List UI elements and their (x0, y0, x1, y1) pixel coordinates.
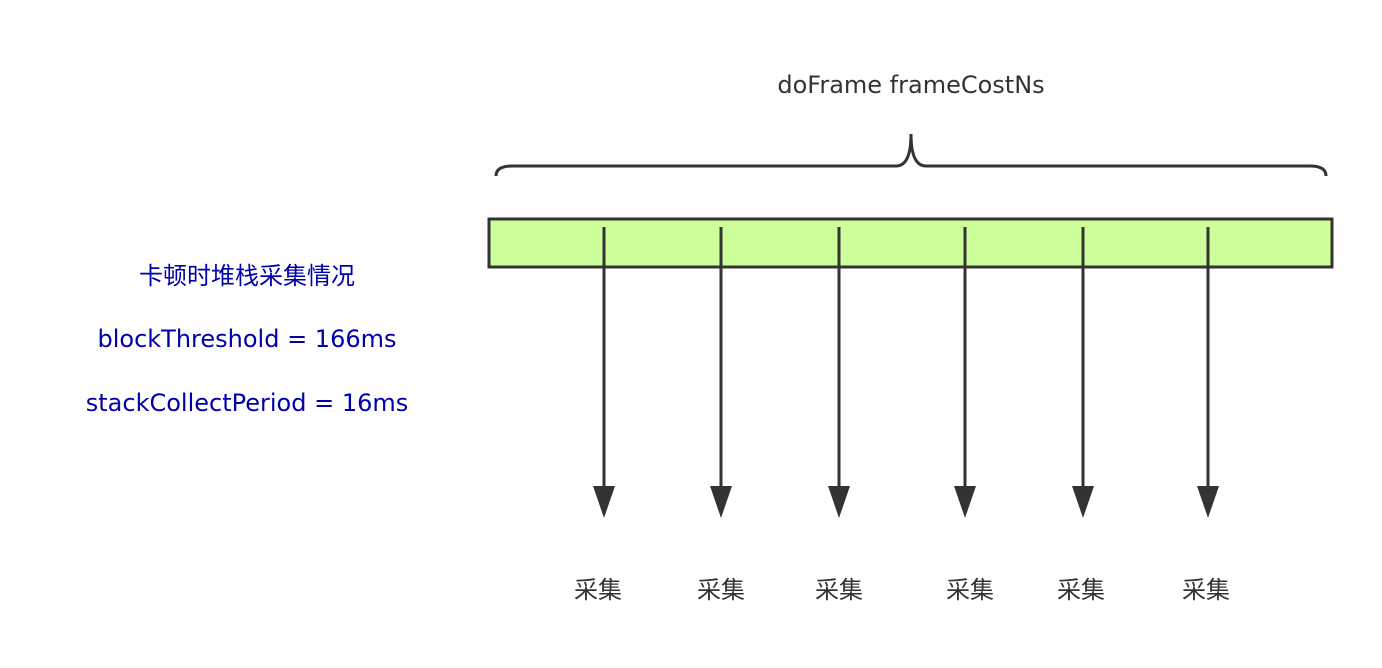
sample-label: 采集 (697, 576, 745, 604)
frame-span-brace (494, 133, 1328, 177)
sample-arrow-head (1072, 486, 1094, 518)
sample-arrow-head (828, 486, 850, 518)
sample-label: 采集 (946, 576, 994, 604)
sample-arrow-head (954, 486, 976, 518)
sample-arrows (593, 227, 1219, 518)
sample-label: 采集 (1057, 576, 1105, 604)
sample-arrow-head (710, 486, 732, 518)
sample-label: 采集 (815, 576, 863, 604)
sample-label: 采集 (574, 576, 622, 604)
sample-label: 采集 (1182, 576, 1230, 604)
frame-cost-title: doFrame frameCostNs (777, 71, 1044, 99)
sample-arrow-head (1197, 486, 1219, 518)
frame-bar (487, 217, 1334, 269)
sample-labels: 采集 采集 采集 采集 采集 采集 (574, 576, 1230, 604)
info-heading: 卡顿时堆栈采集情况 (139, 262, 355, 290)
stack-collect-period-label: stackCollectPeriod = 16ms (86, 389, 409, 417)
sample-arrow-head (593, 486, 615, 518)
block-threshold-label: blockThreshold = 166ms (97, 325, 396, 353)
